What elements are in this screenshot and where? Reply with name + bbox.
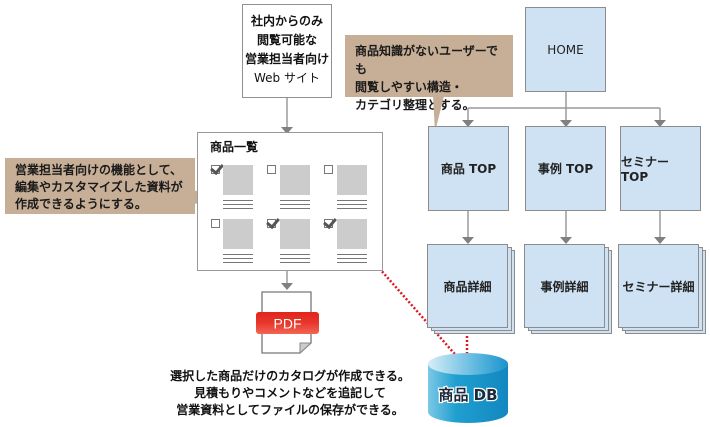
note-structure: 商品知識がないユーザーでも 閲覧しやすい構造・ カテゴリ整理とする。 bbox=[345, 35, 513, 112]
note-line: 編集やカスタマイズした資料が bbox=[15, 180, 183, 194]
product-checkbox[interactable] bbox=[267, 165, 276, 174]
page-label: セミナー詳細 bbox=[622, 279, 695, 294]
access-restriction-box: 社内からのみ 閲覧可能な 営業担当者向け Web サイト bbox=[242, 4, 332, 98]
page-seminar-detail[interactable]: セミナー詳細 bbox=[618, 244, 699, 328]
arrowhead-icon bbox=[560, 237, 572, 244]
product-checkbox[interactable] bbox=[211, 165, 220, 174]
product-text-lines bbox=[223, 254, 253, 263]
product-text-lines bbox=[280, 254, 310, 263]
pdf-file-icon: PDF bbox=[256, 291, 319, 355]
arrowhead-icon bbox=[281, 283, 293, 290]
access-line: 社内からのみ bbox=[250, 14, 323, 28]
arrowhead-icon bbox=[654, 120, 666, 127]
product-thumbnail bbox=[280, 165, 310, 195]
note-line: 閲覧しやすい構造・ bbox=[355, 80, 463, 94]
product-list-title: 商品一覧 bbox=[210, 140, 259, 154]
product-list-panel: 商品一覧 bbox=[197, 132, 383, 271]
product-thumbnail bbox=[223, 165, 253, 195]
note-features: 営業担当者向けの機能として、 編集やカスタマイズした資料が 作成できるようにする… bbox=[5, 158, 195, 214]
product-thumbnail bbox=[280, 219, 310, 249]
access-line: Web サイト bbox=[254, 71, 320, 85]
pdf-caption: 選択した商品だけのカタログが作成できる。 見積もりやコメントなどを追記して 営業… bbox=[160, 368, 420, 419]
page-product-detail[interactable]: 商品詳細 bbox=[427, 244, 508, 328]
pdf-label: PDF bbox=[274, 316, 302, 332]
access-line: 閲覧可能な bbox=[256, 33, 317, 47]
arrowhead-icon bbox=[462, 120, 474, 127]
page-home-label: HOME bbox=[547, 42, 584, 57]
database-label: 商品 DB bbox=[438, 386, 497, 404]
page-seminar-top[interactable]: セミナー TOP bbox=[620, 126, 701, 211]
product-thumbnail bbox=[223, 219, 253, 249]
arrowhead-icon bbox=[654, 237, 666, 244]
product-checkbox[interactable] bbox=[324, 219, 333, 228]
caption-line: 見積もりやコメントなどを追記して bbox=[194, 386, 386, 400]
page-home[interactable]: HOME bbox=[525, 7, 606, 92]
product-checkbox[interactable] bbox=[324, 165, 333, 174]
product-text-lines bbox=[337, 254, 367, 263]
page-label: セミナー TOP bbox=[621, 155, 670, 184]
product-thumbnail bbox=[337, 165, 367, 195]
product-text-lines bbox=[280, 200, 310, 209]
product-text-lines bbox=[337, 200, 367, 209]
page-label: 事例詳細 bbox=[540, 279, 589, 294]
page-label: 商品詳細 bbox=[443, 279, 492, 294]
page-label: 商品 TOP bbox=[440, 162, 497, 176]
product-checkbox[interactable] bbox=[267, 219, 276, 228]
arrowhead-icon bbox=[560, 120, 572, 127]
page-case-top[interactable]: 事例 TOP bbox=[525, 126, 606, 211]
caption-line: 選択した商品だけのカタログが作成できる。 bbox=[170, 369, 410, 383]
arrowhead-icon bbox=[281, 127, 293, 134]
database-icon: 商品 DB bbox=[428, 353, 508, 423]
note-structure-pointer bbox=[433, 96, 444, 132]
caption-line: 営業資料としてファイルの保存ができる。 bbox=[176, 403, 404, 417]
page-label: 事例 TOP bbox=[537, 162, 594, 176]
page-product-top[interactable]: 商品 TOP bbox=[428, 126, 509, 211]
note-line: カテゴリ整理とする。 bbox=[355, 98, 475, 112]
product-thumbnail bbox=[337, 219, 367, 249]
product-text-lines bbox=[223, 200, 253, 209]
note-line: 作成できるようにする。 bbox=[15, 197, 147, 211]
arrowhead-icon bbox=[462, 237, 474, 244]
access-line: 営業担当者向け bbox=[244, 52, 329, 66]
page-case-detail[interactable]: 事例詳細 bbox=[524, 244, 605, 328]
note-line: 商品知識がないユーザーでも bbox=[355, 44, 499, 76]
product-checkbox[interactable] bbox=[211, 219, 220, 228]
note-line: 営業担当者向けの機能として、 bbox=[15, 163, 183, 177]
